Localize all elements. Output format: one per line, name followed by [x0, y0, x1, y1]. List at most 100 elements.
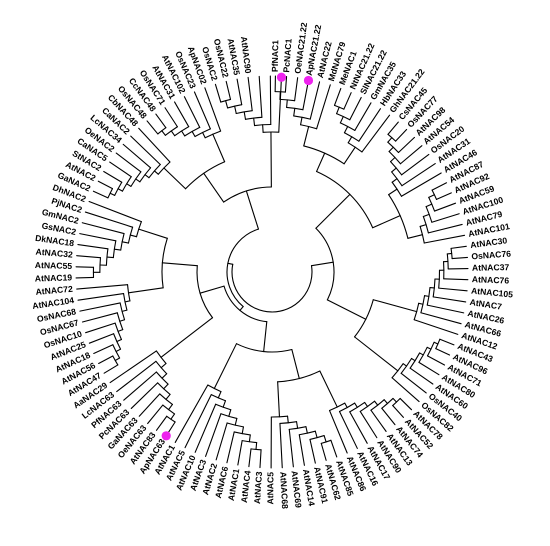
tree-branch: [163, 167, 187, 190]
tree-branch: [277, 381, 281, 418]
tree-branch: [250, 448, 262, 451]
tree-branch: [387, 121, 399, 135]
tree-branch: [159, 393, 173, 406]
tree-branch: [81, 222, 125, 235]
tree-branch: [225, 100, 229, 109]
tree-branch: [400, 372, 427, 394]
tree-branch: [426, 341, 435, 357]
tree-branch: [392, 404, 404, 418]
tree-branch: [438, 287, 468, 292]
tree-branch: [124, 300, 131, 303]
tree-branch: [112, 355, 119, 366]
tree-branch: [161, 262, 198, 267]
tree-branch: [314, 430, 318, 439]
tree-branch: [226, 431, 235, 464]
tree-branch: [309, 81, 321, 120]
tree-branch: [194, 403, 217, 453]
tree-branch: [160, 362, 167, 369]
tree-branch: [88, 333, 115, 344]
tree-branch: [358, 108, 381, 142]
tree-branch: [199, 285, 225, 294]
tree-branch: [399, 145, 423, 165]
tree-branch: [439, 338, 455, 346]
tree-branch: [381, 407, 396, 426]
highlight-marker: [161, 431, 171, 441]
tree-branch: [174, 384, 209, 443]
tree-branch: [103, 170, 123, 183]
leaf-label: AtNAC19: [35, 272, 73, 283]
tree-branch: [294, 77, 299, 102]
tree-branch: [205, 413, 222, 457]
tree-branch: [77, 293, 125, 301]
tree-branch: [227, 262, 234, 265]
tree-branch: [114, 322, 122, 341]
tree-branch: [419, 224, 427, 227]
tree-branch: [138, 228, 168, 239]
tree-branch: [191, 130, 196, 138]
tree-branch: [163, 383, 169, 390]
tree-branch: [354, 102, 372, 131]
tree-branch: [435, 338, 441, 350]
tree-branch: [391, 181, 403, 197]
tree-branch: [223, 285, 268, 323]
tree-branch: [425, 203, 433, 208]
tree-branch: [226, 228, 259, 308]
tree-branch: [207, 384, 222, 393]
tree-branch: [109, 192, 116, 196]
tree-branch: [130, 171, 142, 187]
tree-branch: [243, 111, 247, 120]
tree-branch: [296, 421, 299, 429]
tree-branch: [98, 355, 114, 365]
tree-branch: [370, 409, 387, 432]
tree-branch: [413, 319, 459, 335]
tree-branch: [339, 116, 344, 124]
tree-branch: [185, 161, 226, 190]
tree-branch: [160, 317, 214, 358]
tree-branch: [215, 422, 228, 461]
tree-branches: [75, 75, 469, 469]
tree-branch: [431, 182, 448, 191]
tree-branch: [117, 329, 124, 332]
tree-branch: [401, 153, 430, 176]
highlight-marker: [303, 75, 314, 86]
tree-branch: [116, 312, 124, 331]
tree-branch: [310, 261, 334, 267]
tree-branch: [391, 363, 404, 379]
tree-branch: [339, 122, 356, 131]
tree-branch: [390, 156, 396, 163]
tree-branch: [354, 402, 358, 408]
tree-branch: [138, 393, 161, 417]
tree-branch: [228, 409, 232, 417]
tree-branch: [293, 107, 296, 117]
leaf-label: AtNAC5: [265, 472, 275, 505]
tree-branch: [166, 415, 176, 423]
tree-branch: [410, 357, 416, 362]
tree-branch: [374, 400, 379, 406]
tree-branch: [88, 200, 142, 223]
tree-branch: [349, 96, 362, 121]
tree-branch: [446, 253, 449, 270]
leaf-label: AtNAC4: [239, 470, 253, 504]
tree-branch: [286, 99, 288, 108]
tree-branch: [277, 370, 321, 383]
tree-branch: [157, 127, 167, 135]
tree-branch: [428, 196, 436, 212]
tree-branch: [121, 176, 132, 192]
tree-branch: [431, 213, 460, 223]
tree-branch: [193, 91, 211, 130]
tree-branch: [117, 188, 124, 192]
tree-branch: [147, 404, 164, 425]
tree-branch: [354, 336, 399, 372]
highlight-marker: [276, 72, 287, 82]
tree-branch: [425, 206, 433, 223]
tree-branch: [343, 132, 360, 142]
tree-branch: [284, 75, 288, 93]
tree-branch: [204, 130, 222, 139]
tree-branch: [298, 434, 305, 466]
tree-branch: [387, 137, 393, 143]
tree-branch: [106, 256, 114, 259]
tree-branch: [126, 183, 132, 187]
tree-branch: [153, 170, 159, 175]
tree-branch: [347, 136, 353, 144]
tree-branch: [400, 357, 413, 374]
